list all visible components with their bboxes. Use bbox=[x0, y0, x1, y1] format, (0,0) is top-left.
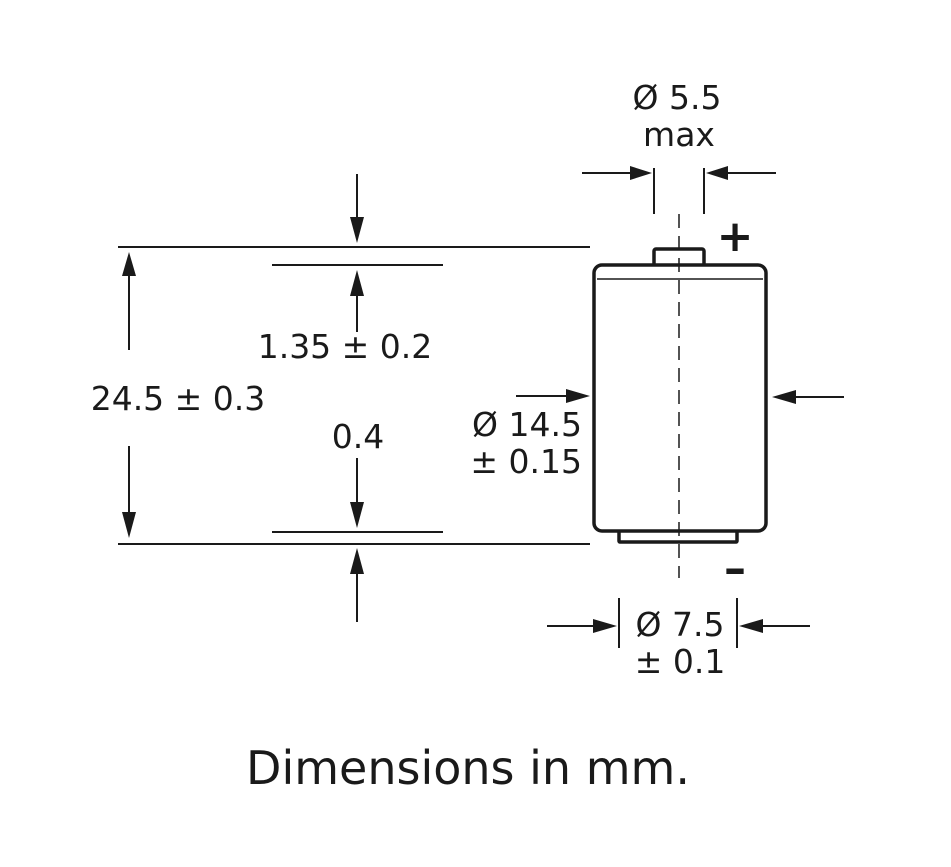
body-diameter-label: Ø 14.5 bbox=[472, 405, 582, 444]
arrow-up-icon bbox=[122, 252, 136, 276]
positive-sign: + bbox=[717, 211, 754, 262]
arrow-right-icon bbox=[630, 166, 652, 180]
bottom-cap-height-label: 0.4 bbox=[332, 417, 384, 456]
top-terminal-diameter-note: max bbox=[643, 115, 715, 154]
top-terminal-diameter-label: Ø 5.5 bbox=[633, 78, 722, 117]
dim-top-cap: 1.35 ± 0.2 bbox=[258, 174, 433, 366]
battery-outline bbox=[592, 214, 768, 578]
dim-top-terminal: Ø 5.5 max bbox=[582, 78, 776, 214]
arrow-left-icon bbox=[706, 166, 728, 180]
dim-body-diameter: Ø 14.5 ± 0.15 bbox=[470, 389, 844, 481]
arrow-right-icon bbox=[593, 619, 617, 633]
dim-bottom-terminal: Ø 7.5 ± 0.1 bbox=[547, 598, 810, 681]
dim-bottom-cap: 0.4 bbox=[332, 417, 384, 622]
arrow-down-icon bbox=[350, 502, 364, 528]
arrow-left-icon bbox=[772, 390, 796, 404]
top-cap-height-label: 1.35 ± 0.2 bbox=[258, 327, 433, 366]
dim-overall-height: 24.5 ± 0.3 bbox=[91, 252, 266, 538]
caption: Dimensions in mm. bbox=[246, 741, 690, 795]
overall-height-label: 24.5 ± 0.3 bbox=[91, 379, 266, 418]
arrow-down-icon bbox=[350, 217, 364, 243]
arrow-up-icon bbox=[350, 548, 364, 574]
bottom-terminal-diameter-tolerance: ± 0.1 bbox=[635, 642, 726, 681]
arrow-up-icon bbox=[350, 270, 364, 296]
arrow-left-icon bbox=[739, 619, 763, 633]
cell-body bbox=[592, 263, 768, 533]
bottom-terminal-diameter-label: Ø 7.5 bbox=[636, 605, 725, 644]
arrow-down-icon bbox=[122, 512, 136, 538]
body-diameter-tolerance: ± 0.15 bbox=[470, 442, 582, 481]
negative-sign: – bbox=[724, 543, 746, 594]
arrow-right-icon bbox=[566, 389, 590, 403]
